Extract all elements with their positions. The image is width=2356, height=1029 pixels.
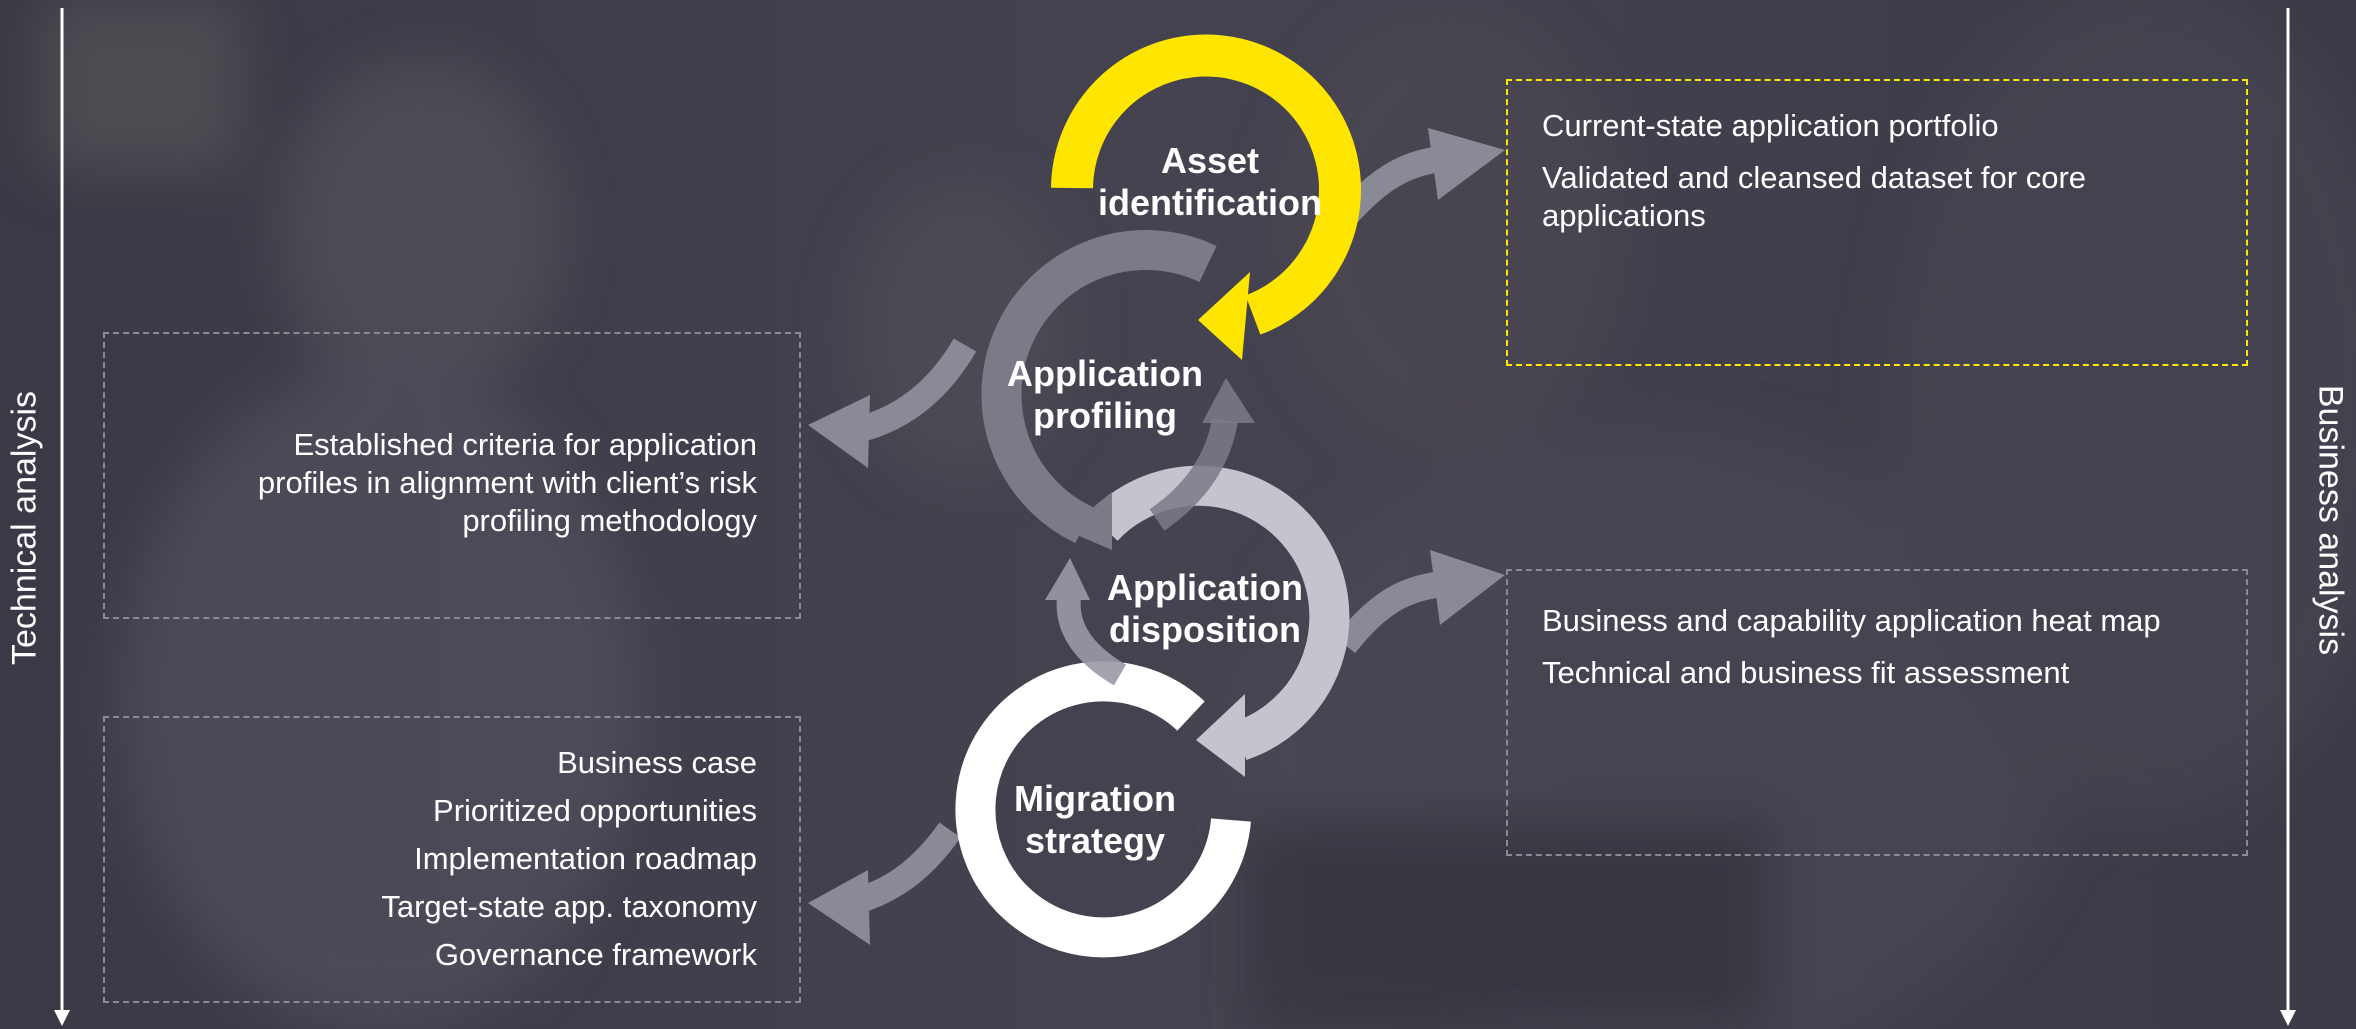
disposition-outputs-box: Business and capability application heat… xyxy=(1506,569,2248,856)
connector-arrowhead-profiling-icon xyxy=(808,395,870,468)
asset-arrowhead-icon xyxy=(1198,272,1250,360)
disposition-label-line1: Application xyxy=(1107,567,1303,608)
disposition-output-item: Technical and business fit assessment xyxy=(1542,655,2070,690)
right-axis-arrow-icon xyxy=(2280,1010,2296,1026)
migration-ring xyxy=(955,661,1251,958)
profiling-outputs-box: Established criteria for application pro… xyxy=(103,332,801,619)
migration-strategy-label: Migration strategy xyxy=(975,778,1215,862)
connector-arrowhead-disposition-icon xyxy=(1430,550,1505,625)
left-axis-arrow-icon xyxy=(54,1010,70,1026)
asset-label-line2: identification xyxy=(1098,182,1322,223)
disposition-return-arrow xyxy=(1045,558,1127,686)
asset-outputs-box: Current-state application portfolio Vali… xyxy=(1506,79,2248,366)
connector-arrowhead-asset-icon xyxy=(1428,128,1505,200)
migration-output-item: Target-state app. taxonomy xyxy=(381,889,757,924)
asset-identification-label: Asset identification xyxy=(1090,140,1330,224)
asset-label-line1: Asset xyxy=(1160,140,1260,181)
migration-output-item: Prioritized opportunities xyxy=(433,793,757,828)
profiling-ring xyxy=(981,230,1255,550)
disposition-arrowhead-icon xyxy=(1196,694,1245,777)
disposition-output-item: Business and capability application heat… xyxy=(1542,603,2161,638)
disposition-ring xyxy=(1088,465,1350,777)
application-disposition-label: Application disposition xyxy=(1085,567,1325,651)
profiling-arrowhead-icon xyxy=(1065,492,1112,550)
application-profiling-label: Application profiling xyxy=(985,353,1225,437)
profiling-label-line2: profiling xyxy=(1033,395,1177,436)
connector-arrowhead-migration-icon xyxy=(808,870,870,945)
migration-output-item: Business case xyxy=(557,745,757,780)
right-axis xyxy=(2280,8,2296,1026)
profiling-label-line1: Application xyxy=(1007,353,1203,394)
migration-output-item: Governance framework xyxy=(434,937,757,972)
migration-outputs-box: Business case Prioritized opportunities … xyxy=(103,716,801,1003)
migration-label-line1: Migration xyxy=(1014,778,1176,819)
asset-output-item: Current-state application portfolio xyxy=(1542,108,1999,143)
disposition-label-line2: disposition xyxy=(1109,609,1301,650)
asset-ring xyxy=(1051,34,1361,360)
migration-label-line2: strategy xyxy=(1024,820,1166,861)
asset-output-item: Validated and cleansed dataset for core … xyxy=(1542,160,2087,233)
migration-output-item: Implementation roadmap xyxy=(414,841,757,876)
left-axis xyxy=(54,8,70,1026)
profiling-output-item: Established criteria for application pro… xyxy=(257,427,757,538)
